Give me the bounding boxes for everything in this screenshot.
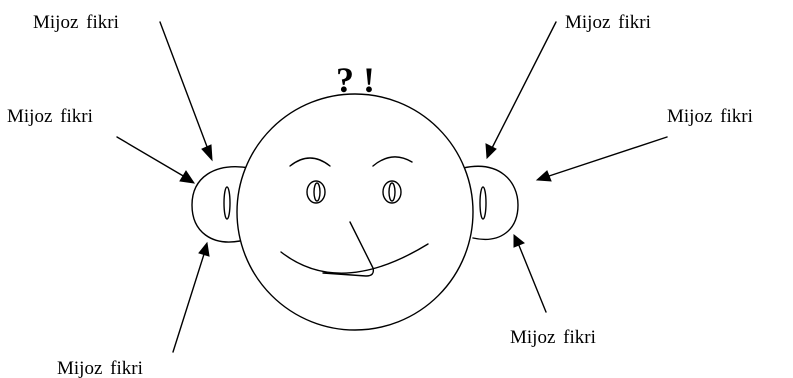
label-top-left: Mijoz fikri: [33, 12, 119, 33]
left-ear: [191, 166, 251, 243]
arrow-top-right: [485, 21, 557, 160]
arrow-mid-right: [535, 136, 668, 182]
right-eye: [382, 180, 402, 204]
head-outline: [236, 93, 474, 331]
label-bottom-left: Mijoz fikri: [57, 358, 143, 378]
right-eyebrow: [372, 156, 413, 167]
callout-labels: Mijoz fikri Mijoz fikri Mijoz fikri Mijo…: [7, 12, 753, 378]
arrow-mid-left: [116, 136, 196, 184]
right-ear: [462, 165, 519, 240]
label-mid-right: Mijoz fikri: [667, 106, 753, 127]
left-eyebrow: [289, 157, 331, 167]
label-mid-left: Mijoz fikri: [7, 106, 93, 127]
smile: [280, 243, 429, 274]
left-ear-inner: [223, 186, 231, 220]
label-bottom-right: Mijoz fikri: [510, 327, 596, 348]
left-eye: [306, 180, 326, 204]
label-top-right: Mijoz fikri: [565, 12, 651, 33]
arrow-bottom-right: [513, 233, 547, 313]
nose: [322, 221, 375, 277]
head-marks: ? !: [336, 60, 375, 100]
face-drawing: [191, 93, 519, 331]
arrow-bottom-left: [172, 241, 210, 353]
arrow-top-left: [159, 21, 213, 162]
arrows: [116, 21, 668, 353]
right-ear-inner: [479, 186, 487, 220]
